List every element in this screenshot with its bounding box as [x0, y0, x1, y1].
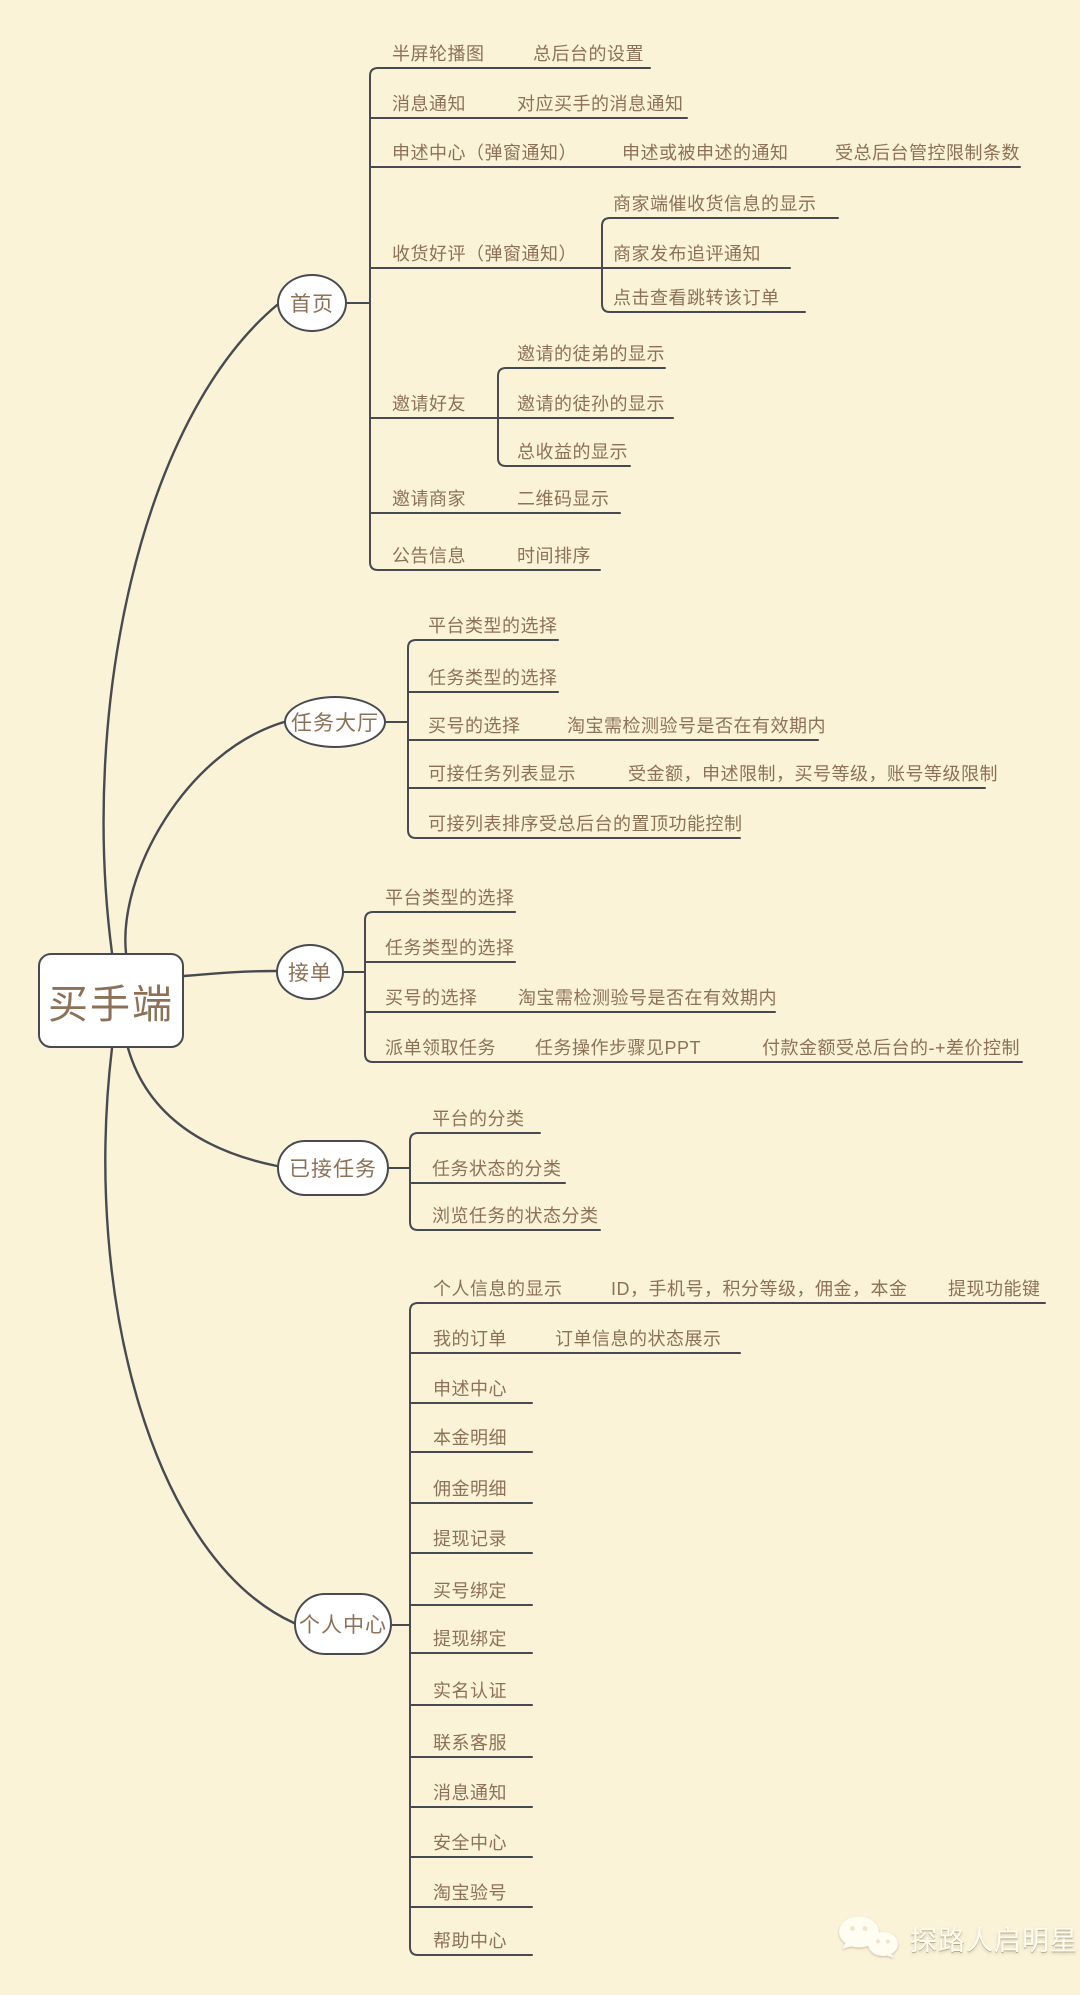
topic-my-orders[interactable]: 我的订单 [433, 1329, 507, 1349]
topic-backend-setting[interactable]: 总后台的设置 [533, 44, 644, 64]
topic-commission-detail[interactable]: 佣金明细 [433, 1479, 507, 1499]
topic-platform-category[interactable]: 平台的分类 [432, 1109, 525, 1129]
topic-personal-info-fields[interactable]: ID，手机号，积分等级，佣金，本金 [611, 1279, 908, 1299]
topic-order-status-display[interactable]: 订单信息的状态展示 [555, 1329, 722, 1349]
topic-appeal-center[interactable]: 申述中心（弹窗通知） [392, 143, 577, 163]
topic-message-notice[interactable]: 消息通知 [392, 94, 466, 114]
branch-node-personal-center[interactable]: 个人中心 [294, 1593, 392, 1655]
topic-total-income-display[interactable]: 总收益的显示 [517, 442, 628, 462]
topic-follow-review-notice[interactable]: 商家发布追评通知 [613, 244, 761, 264]
branch-node-task-hall[interactable]: 任务大厅 [284, 696, 386, 748]
root-node-buyer-app[interactable]: 买手端 [38, 953, 184, 1048]
topic-security-center[interactable]: 安全中心 [433, 1833, 507, 1853]
topic-message-notice-personal[interactable]: 消息通知 [433, 1783, 507, 1803]
topic-order-task-type[interactable]: 任务类型的选择 [385, 938, 515, 958]
topic-invite-friends[interactable]: 邀请好友 [392, 394, 466, 414]
topic-hall-account-select[interactable]: 买号的选择 [428, 716, 521, 736]
branch-node-home[interactable]: 首页 [277, 274, 347, 332]
watermark: 探路人启明星 [836, 1912, 1078, 1964]
topic-appeal-limit[interactable]: 受总后台管控限制条数 [835, 143, 1020, 163]
branch-node-take-order[interactable]: 接单 [276, 944, 344, 1000]
topic-invite-merchant[interactable]: 邀请商家 [392, 489, 466, 509]
topic-browse-status-category[interactable]: 浏览任务的状态分类 [432, 1206, 599, 1226]
topic-apprentice-display[interactable]: 邀请的徒弟的显示 [517, 344, 665, 364]
watermark-text: 探路人启明星 [910, 1925, 1078, 1956]
topic-order-account-select[interactable]: 买号的选择 [385, 988, 478, 1008]
topic-withdraw-button[interactable]: 提现功能键 [948, 1279, 1041, 1299]
topic-buyer-message-notice[interactable]: 对应买手的消息通知 [517, 94, 684, 114]
topic-withdraw-binding[interactable]: 提现绑定 [433, 1629, 507, 1649]
topic-order-taobao-check[interactable]: 淘宝需检测验号是否在有效期内 [518, 988, 777, 1008]
topic-hall-taobao-check[interactable]: 淘宝需检测验号是否在有效期内 [567, 716, 826, 736]
topic-hall-task-list[interactable]: 可接任务列表显示 [428, 764, 576, 784]
task-hall-branch-lines [385, 639, 986, 839]
topic-help-center[interactable]: 帮助中心 [433, 1931, 507, 1951]
topic-real-name-auth[interactable]: 实名认证 [433, 1681, 507, 1701]
branch-node-accepted-tasks[interactable]: 已接任务 [277, 1140, 389, 1196]
take-order-branch-lines [343, 911, 1023, 1063]
topic-task-status-category[interactable]: 任务状态的分类 [432, 1159, 562, 1179]
topic-account-binding[interactable]: 买号绑定 [433, 1581, 507, 1601]
topic-payment-diff-control[interactable]: 付款金额受总后台的-+差价控制 [762, 1038, 1021, 1058]
topic-qrcode-display[interactable]: 二维码显示 [517, 489, 610, 509]
topic-hall-platform-type[interactable]: 平台类型的选择 [428, 616, 558, 636]
topic-receipt-praise[interactable]: 收货好评（弹窗通知） [392, 244, 577, 264]
topic-withdraw-record[interactable]: 提现记录 [433, 1529, 507, 1549]
topic-half-screen-carousel[interactable]: 半屏轮播图 [392, 44, 485, 64]
topic-contact-service[interactable]: 联系客服 [433, 1733, 507, 1753]
topic-principal-detail[interactable]: 本金明细 [433, 1428, 507, 1448]
accepted-tasks-branch-lines [388, 1132, 601, 1231]
topic-time-sort[interactable]: 时间排序 [517, 546, 591, 566]
topic-hall-task-type[interactable]: 任务类型的选择 [428, 668, 558, 688]
topic-dispatch-task[interactable]: 派单领取任务 [385, 1038, 496, 1058]
topic-appeal-notice[interactable]: 申述或被申述的通知 [622, 143, 789, 163]
topic-jump-to-order[interactable]: 点击查看跳转该订单 [613, 288, 780, 308]
topic-hall-list-sort[interactable]: 可接列表排序受总后台的置顶功能控制 [428, 814, 743, 834]
topic-announcement[interactable]: 公告信息 [392, 546, 466, 566]
topic-grand-apprentice-display[interactable]: 邀请的徒孙的显示 [517, 394, 665, 414]
topic-hall-task-list-limit[interactable]: 受金额，申述限制，买号等级，账号等级限制 [628, 764, 998, 784]
wechat-icon [839, 1916, 898, 1958]
topic-personal-info[interactable]: 个人信息的显示 [433, 1279, 563, 1299]
topic-taobao-verify[interactable]: 淘宝验号 [433, 1883, 507, 1903]
personal-center-branch-lines [391, 1302, 1046, 1956]
topic-urge-receipt-info[interactable]: 商家端催收货信息的显示 [613, 194, 817, 214]
topic-appeal-center-personal[interactable]: 申述中心 [433, 1379, 507, 1399]
root-branch-curves [102, 303, 296, 1625]
topic-task-steps-ppt[interactable]: 任务操作步骤见PPT [535, 1038, 702, 1058]
home-branch-lines [346, 67, 1021, 571]
topic-order-platform-type[interactable]: 平台类型的选择 [385, 888, 515, 908]
